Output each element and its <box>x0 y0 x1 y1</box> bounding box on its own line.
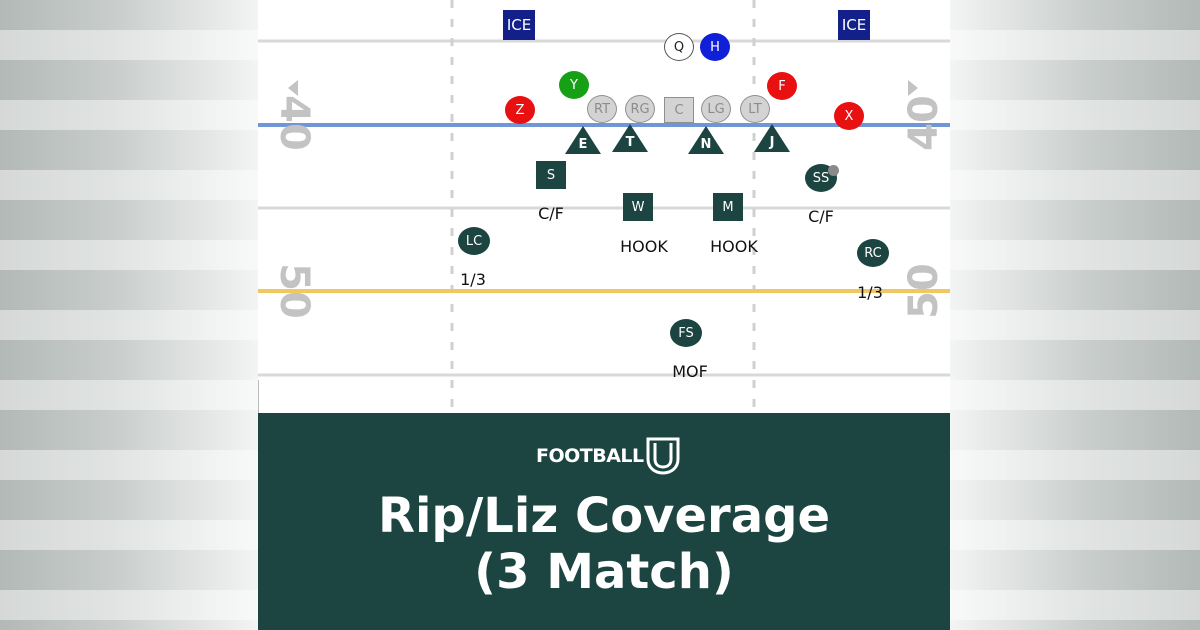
defender-t-label: T <box>625 135 635 150</box>
yard-number-40-right: 40 <box>900 95 947 151</box>
assignment-w: HOOK <box>620 237 668 256</box>
lineman-rg: RG <box>625 95 655 123</box>
right-background-field <box>950 0 1200 630</box>
defender-w: W <box>623 193 653 221</box>
page-title-line-1: Rip/Liz Coverage <box>377 488 830 544</box>
defender-t: T <box>612 124 648 152</box>
lineman-c: C <box>664 97 694 123</box>
bg-stripe <box>950 30 1200 60</box>
defender-n-label: N <box>700 137 712 152</box>
bg-stripe <box>0 240 258 270</box>
assignment-m: HOOK <box>710 237 758 256</box>
bg-stripe <box>0 450 258 480</box>
arrow-icon <box>908 80 918 96</box>
defender-fs: FS <box>670 319 702 347</box>
bg-stripe <box>950 450 1200 480</box>
brand-logo: FOOTBALL <box>536 436 680 476</box>
receiver-h: H <box>700 33 730 61</box>
assignment-ss: C/F <box>808 207 834 226</box>
assignment-fs: MOF <box>672 362 708 381</box>
quarterback-q: Q <box>664 33 694 61</box>
receiver-x: X <box>834 102 864 130</box>
title-panel <box>258 413 950 630</box>
defender-rc: RC <box>857 239 889 267</box>
receiver-y: Y <box>559 71 589 99</box>
defender-e: E <box>565 126 601 154</box>
defender-s: S <box>536 161 566 189</box>
bg-stripe <box>950 170 1200 200</box>
page-title-line-2: (3 Match) <box>474 544 734 600</box>
ice-label-right: ICE <box>838 10 870 40</box>
receiver-z: Z <box>505 96 535 124</box>
bg-stripe <box>0 170 258 200</box>
bg-stripe <box>950 100 1200 130</box>
defender-n: N <box>688 126 724 154</box>
defender-m: M <box>713 193 743 221</box>
defender-j-label: J <box>769 135 775 150</box>
left-background-field <box>0 0 258 630</box>
bg-stripe <box>0 520 258 550</box>
bg-stripe <box>0 310 258 340</box>
brand-wordmark: FOOTBALL <box>536 445 644 467</box>
lineman-lt: LT <box>740 95 770 123</box>
defender-j: J <box>754 124 790 152</box>
football-field <box>258 0 950 413</box>
bg-stripe <box>950 240 1200 270</box>
assignment-lc: 1/3 <box>460 270 486 289</box>
bg-stripe <box>950 590 1200 620</box>
field-lines <box>258 0 950 413</box>
lineman-lg: LG <box>701 95 731 123</box>
receiver-f: F <box>767 72 797 100</box>
assignment-s: C/F <box>538 204 564 223</box>
yard-number-50-right: 50 <box>900 263 947 319</box>
motion-dot <box>828 165 839 176</box>
bg-stripe <box>950 310 1200 340</box>
assignment-rc: 1/3 <box>857 283 883 302</box>
bg-stripe <box>950 520 1200 550</box>
ice-label-left: ICE <box>503 10 535 40</box>
bg-stripe <box>0 380 258 410</box>
bg-stripe <box>0 30 258 60</box>
brand-shield-icon <box>646 437 680 475</box>
bg-stripe <box>0 100 258 130</box>
defender-lc: LC <box>458 227 490 255</box>
lineman-rt: RT <box>587 95 617 123</box>
yard-number-40-left: 40 <box>270 95 317 151</box>
defender-e-label: E <box>578 137 588 152</box>
arrow-icon <box>288 80 298 96</box>
bg-stripe <box>950 380 1200 410</box>
bg-stripe <box>0 590 258 620</box>
yard-number-50-left: 50 <box>270 263 317 319</box>
